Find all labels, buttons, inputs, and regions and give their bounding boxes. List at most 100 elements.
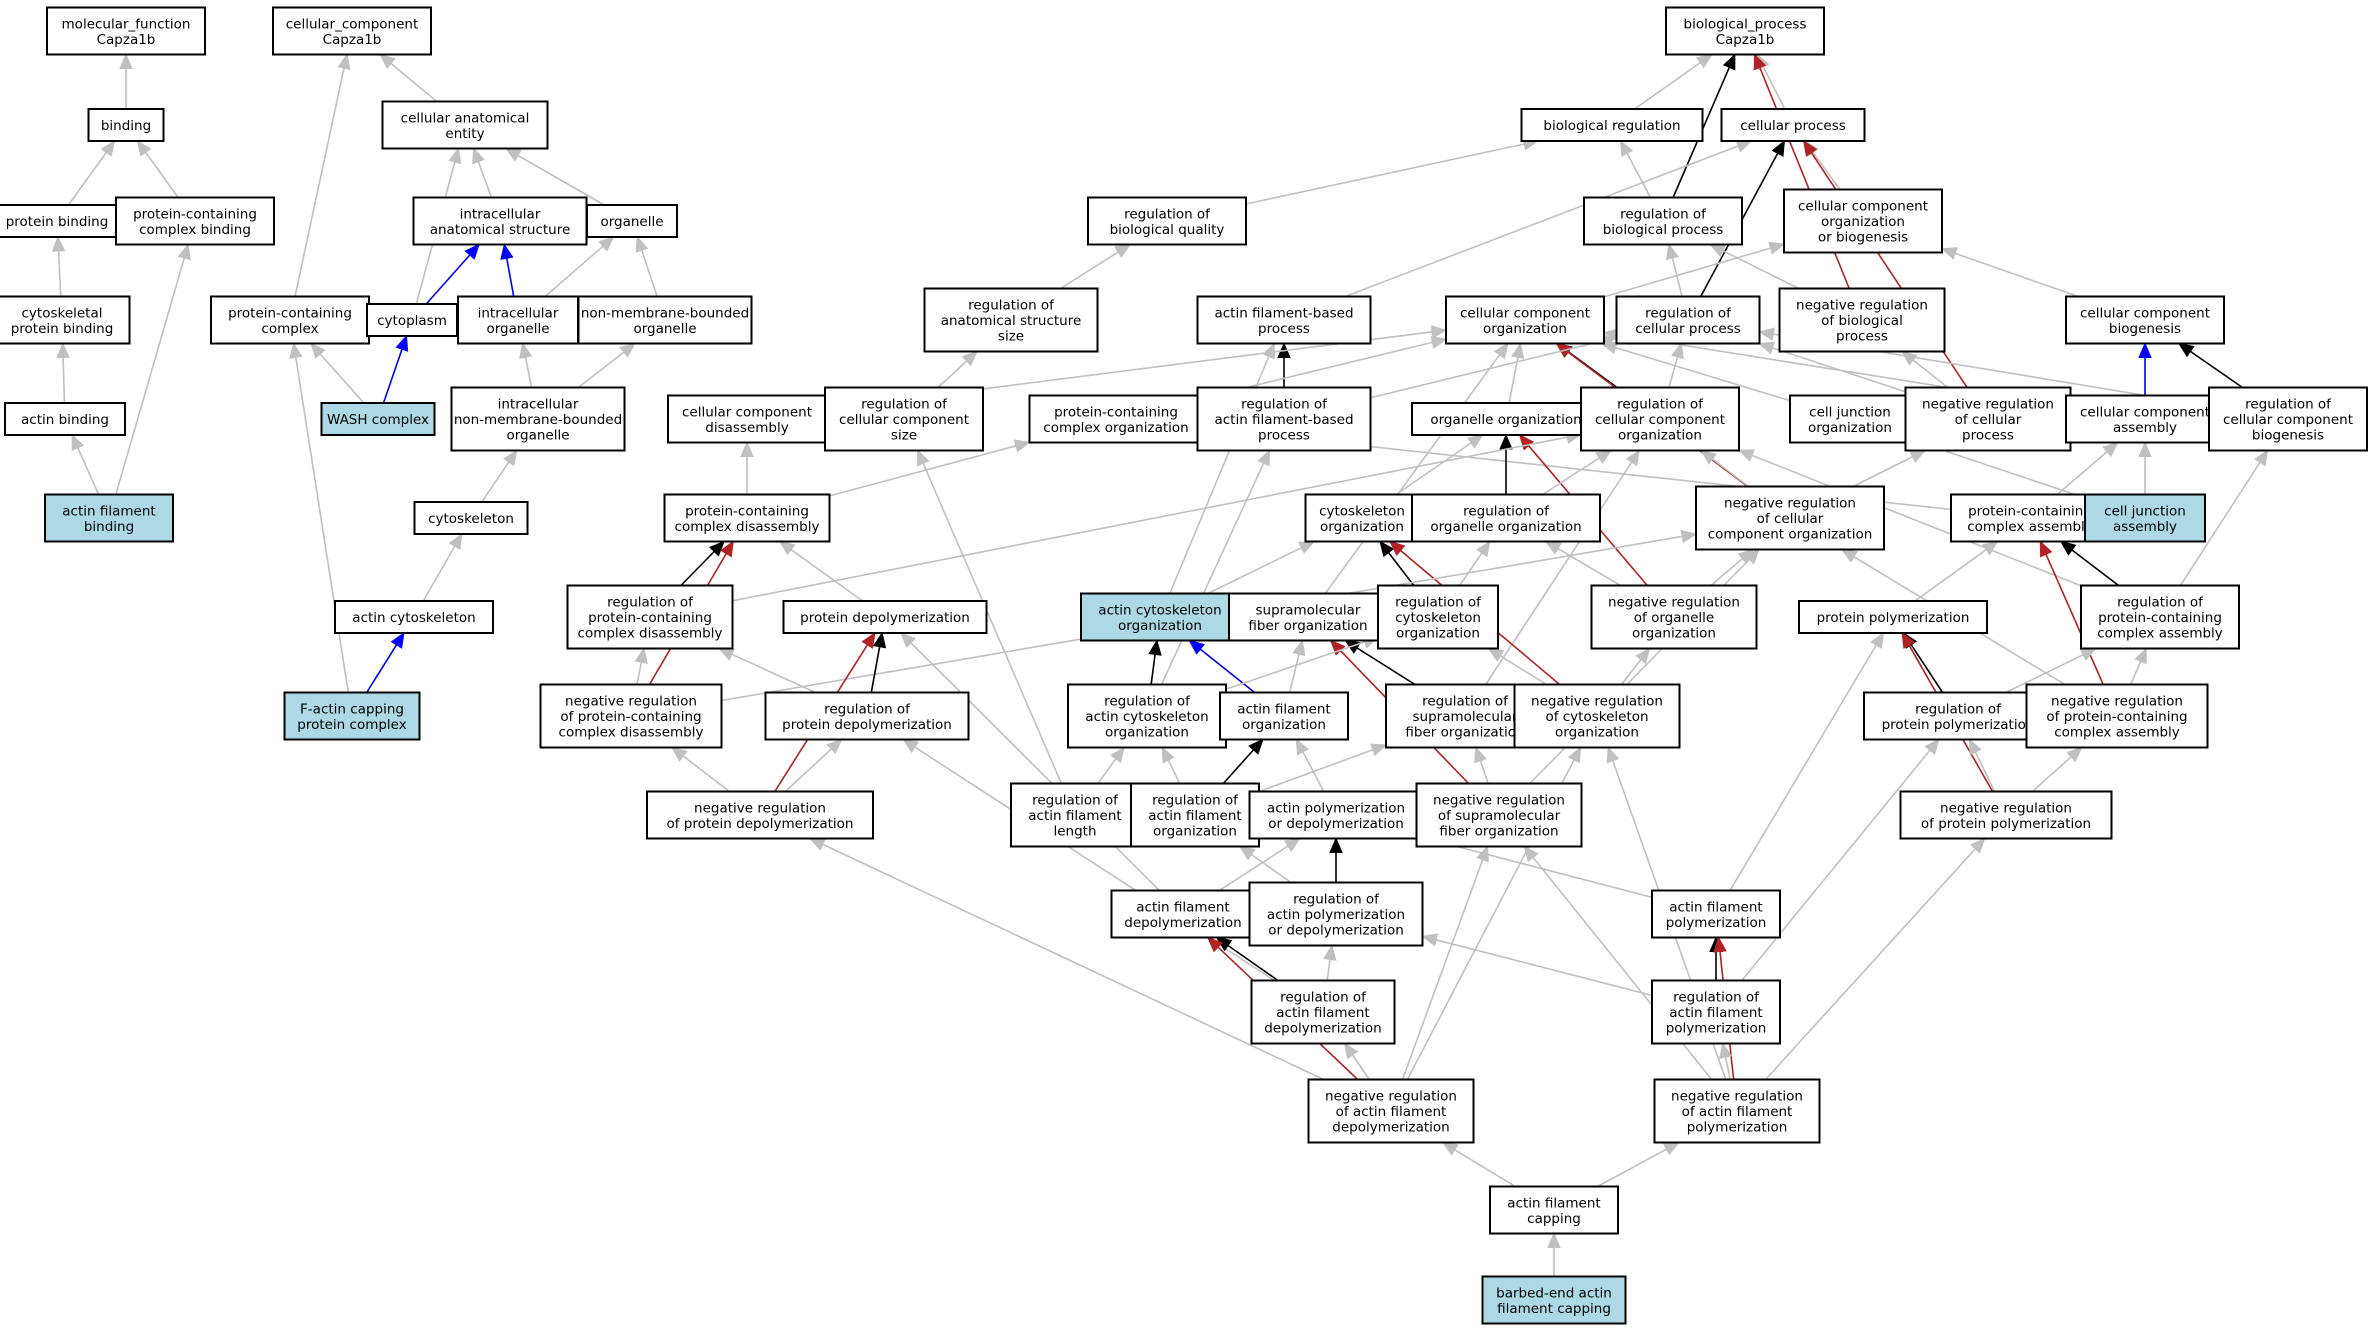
term-node-protein-binding[interactable]: protein binding [0, 204, 126, 238]
term-label-line: of protein depolymerization [666, 816, 853, 832]
term-node-cytoskeleton[interactable]: cytoskeleton [413, 501, 529, 535]
arrowhead [1476, 540, 1491, 558]
term-node-actin-binding[interactable]: actin binding [4, 402, 126, 436]
term-box [320, 402, 436, 436]
arrowhead [1981, 540, 1999, 556]
term-node-cytoplasm[interactable]: cytoplasm [366, 303, 458, 337]
edge-regprotdepol-to-regpcd [717, 647, 816, 694]
edge-line [1097, 758, 1117, 784]
edge-beafcap-to-afcap [1547, 1232, 1561, 1277]
term-node-protein-depolymerization[interactable]: protein depolymerization [782, 600, 988, 634]
edge-line [784, 748, 832, 793]
term-box [210, 295, 370, 345]
term-label: protein polymerization [1817, 610, 1970, 626]
arrowhead [1283, 837, 1301, 853]
term-node-organelle[interactable]: organelle [586, 204, 678, 238]
term-box [1087, 196, 1247, 246]
arrowhead [720, 540, 734, 558]
term-box [1513, 683, 1681, 749]
term-box [2080, 584, 2240, 650]
arrowhead [1771, 139, 1786, 158]
term-node-protein-polymerization[interactable]: protein polymerization [1798, 600, 1988, 634]
term-node-binding[interactable]: binding [87, 108, 165, 142]
term-label-line: actin polymerization [1267, 907, 1405, 923]
term-label-line: actin polymerization [1267, 800, 1405, 816]
term-label: actin cytoskeleton [352, 610, 475, 626]
term-label-line: protein polymerization [1882, 717, 2035, 733]
term-node-organelle-organization[interactable]: organelle organization [1411, 402, 1601, 436]
term-node-cellular-process[interactable]: cellular process [1720, 108, 1866, 142]
edge-afdepol-to-apod [1218, 837, 1301, 892]
term-node-biological-regulation[interactable]: biological regulation [1520, 108, 1704, 142]
term-node-wash-complex[interactable]: WASH complex [320, 402, 436, 436]
term-node-actin-cytoskeleton[interactable]: actin cytoskeleton [334, 600, 494, 634]
